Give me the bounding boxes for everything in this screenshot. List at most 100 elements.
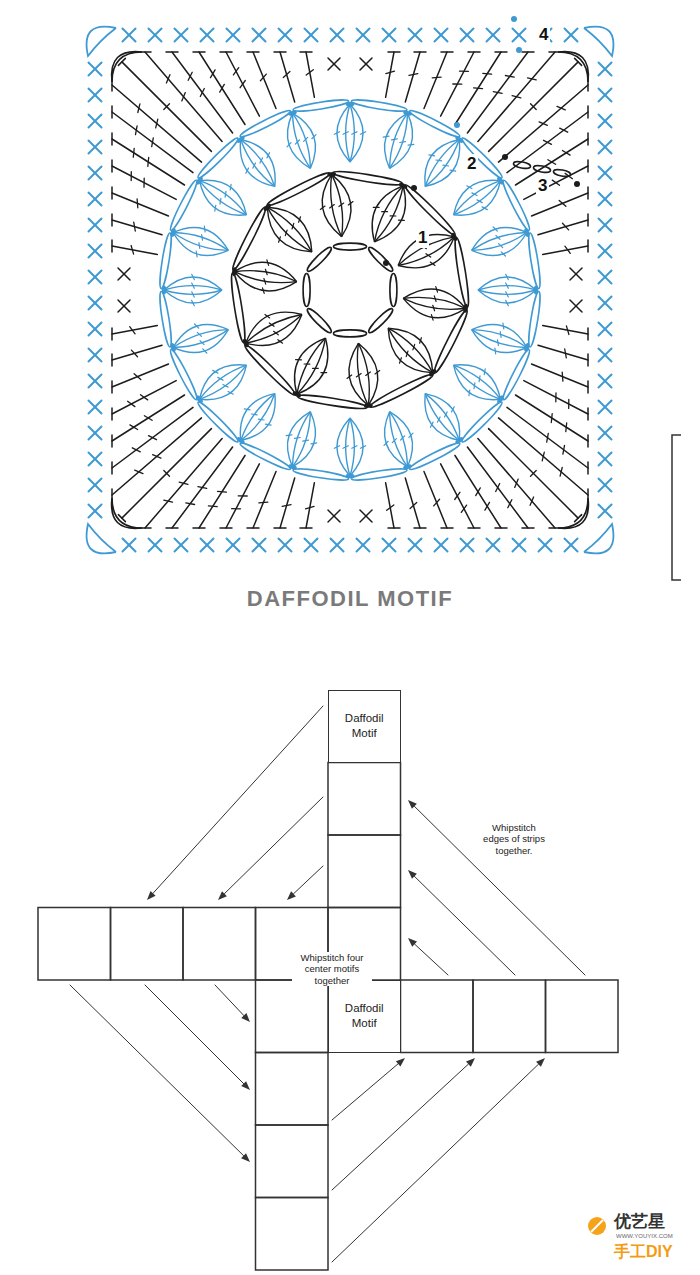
stitch-slash: [153, 455, 161, 459]
chain-stitch: [305, 245, 333, 273]
start-dot: [574, 181, 580, 187]
arrow-shaft: [332, 1064, 398, 1120]
double-crochet: [246, 315, 302, 344]
sc-stroke: [89, 167, 102, 180]
stitch-post: [112, 139, 185, 185]
sc-stroke: [89, 271, 102, 284]
assembly-grid: [38, 763, 618, 1271]
arrow-shaft: [145, 985, 244, 1084]
treble-stitch: [386, 483, 400, 528]
stitch-slash: [560, 128, 568, 132]
stitch-tick: [312, 135, 316, 139]
fold-arrow: [70, 985, 250, 1162]
stitch-slash: [455, 492, 460, 499]
chain-stitch: [527, 233, 543, 290]
treble-stitch: [543, 326, 588, 340]
chain-stitch: [168, 179, 200, 232]
stitch-post: [386, 52, 394, 97]
double-crochet: [240, 140, 274, 187]
stitch-tick: [320, 206, 325, 209]
double-crochet: [454, 365, 501, 399]
stitch-top: [495, 51, 507, 53]
stitch-top: [193, 51, 205, 53]
double-crochet: [287, 113, 310, 168]
fold-arrow: [332, 1058, 545, 1262]
treble-stitch: [112, 326, 157, 340]
stitch-tick: [244, 408, 250, 410]
sc-stroke: [89, 141, 102, 154]
single-crochet: [175, 29, 188, 42]
stitch-slash: [208, 505, 217, 507]
corner-chain: [112, 52, 142, 82]
arrow-shaft: [415, 944, 448, 975]
stitch-tick: [506, 283, 509, 288]
stitch-top: [220, 527, 232, 529]
stitch-tick: [500, 332, 502, 338]
sc-stroke: [409, 29, 422, 42]
double-crochet: [287, 412, 310, 467]
stitch-post: [441, 464, 474, 528]
treble-stitch: [524, 160, 588, 199]
stitch-tick: [192, 274, 195, 279]
double-crochet: [454, 365, 501, 399]
treble-stitch: [441, 52, 480, 116]
sc-stroke: [599, 375, 612, 388]
sc-stroke: [227, 29, 240, 42]
single-crochet: [599, 245, 612, 258]
stitch-tick: [223, 385, 228, 388]
stitch-post: [112, 345, 162, 360]
stitch-post: [516, 139, 589, 185]
stitch-slash: [141, 395, 148, 400]
motif-square: [546, 980, 619, 1053]
sc-stroke: [513, 539, 526, 552]
stitch-tick: [321, 372, 327, 373]
stitch-post: [112, 166, 176, 199]
double-crochet: [173, 330, 228, 348]
stitch-slash: [552, 180, 559, 185]
stitch-post: [226, 464, 259, 528]
fold-arrow: [332, 1058, 405, 1120]
stitch-tick: [479, 376, 481, 382]
stitch-tick: [434, 296, 436, 302]
watermark-logo: [588, 1217, 606, 1235]
double-crochet: [454, 181, 501, 215]
stitch-slash: [505, 76, 514, 78]
single-crochet: [599, 297, 612, 310]
double-crochet: [425, 140, 459, 187]
treble-stitch: [193, 52, 245, 125]
sc-stroke: [487, 29, 500, 42]
treble-stitch: [467, 447, 534, 528]
chain-stitch: [501, 179, 533, 232]
double-crochet: [173, 233, 228, 251]
sc-stroke: [599, 271, 612, 284]
arrow-head: [466, 1058, 475, 1067]
sc-stroke: [383, 29, 396, 42]
sc-stroke: [328, 58, 340, 70]
cluster-stitch: [162, 274, 222, 305]
cluster-stitch: [472, 227, 531, 256]
treble-stitch: [112, 106, 193, 173]
stitch-tick: [348, 202, 353, 205]
stitch-slash: [483, 73, 492, 75]
stitch-slash: [551, 414, 553, 423]
stitch-tick: [430, 422, 433, 427]
double-crochet: [350, 104, 363, 162]
stitch-top: [587, 354, 589, 366]
stitch-tick: [347, 375, 352, 378]
stitch-tick: [360, 132, 365, 135]
stitch-slash: [152, 138, 154, 147]
sc-stroke: [89, 401, 102, 414]
stitch-slash: [130, 327, 135, 334]
chain-stitch: [527, 291, 543, 348]
start-dot: [502, 154, 508, 160]
double-crochet: [478, 277, 536, 290]
stitch-top: [111, 240, 113, 252]
stitch-tick: [253, 163, 256, 168]
sc-stroke: [89, 479, 102, 492]
stitch-post: [386, 483, 394, 528]
stitch-tick: [334, 446, 339, 449]
treble-stitch: [112, 133, 185, 185]
sc-stroke: [565, 539, 578, 552]
stitch-tick: [494, 348, 496, 354]
sc-stroke: [599, 427, 612, 440]
